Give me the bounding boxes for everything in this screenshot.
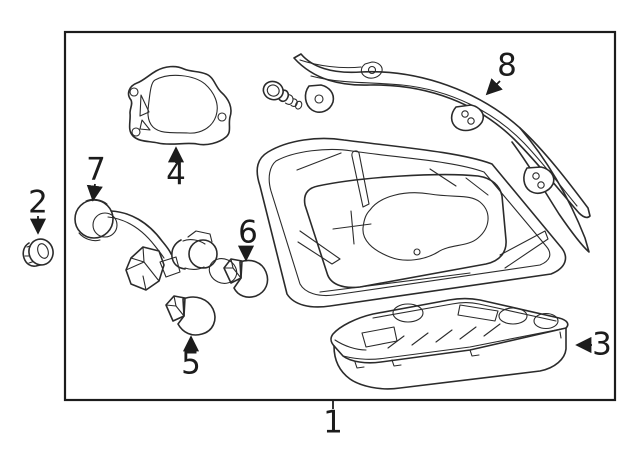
trim-mounting-bolt xyxy=(262,80,303,110)
part-6-bulb xyxy=(223,258,269,298)
callout-label-7[interactable]: 7 xyxy=(86,151,106,188)
tail-lamp-assembly xyxy=(256,137,567,308)
part-5-bulb xyxy=(165,295,216,336)
callout-label-5[interactable]: 5 xyxy=(181,345,201,382)
part-4-gasket xyxy=(127,65,232,146)
part-8-trim-panel xyxy=(293,53,591,253)
callout-label-2[interactable]: 2 xyxy=(28,184,48,221)
part-3-bracket xyxy=(330,297,569,390)
callout-arrow-7 xyxy=(86,183,103,202)
callout-label-8[interactable]: 8 xyxy=(497,47,517,84)
callout-label-1[interactable]: 1 xyxy=(323,404,343,441)
part-7-socket-harness xyxy=(74,198,238,291)
callout-label-4[interactable]: 4 xyxy=(166,156,186,193)
assembly-boundary-frame xyxy=(63,30,617,402)
callout-label-6[interactable]: 6 xyxy=(238,214,258,251)
callout-label-3[interactable]: 3 xyxy=(592,326,612,363)
part-2-nut xyxy=(22,238,54,267)
callout-arrow-8 xyxy=(485,78,503,96)
